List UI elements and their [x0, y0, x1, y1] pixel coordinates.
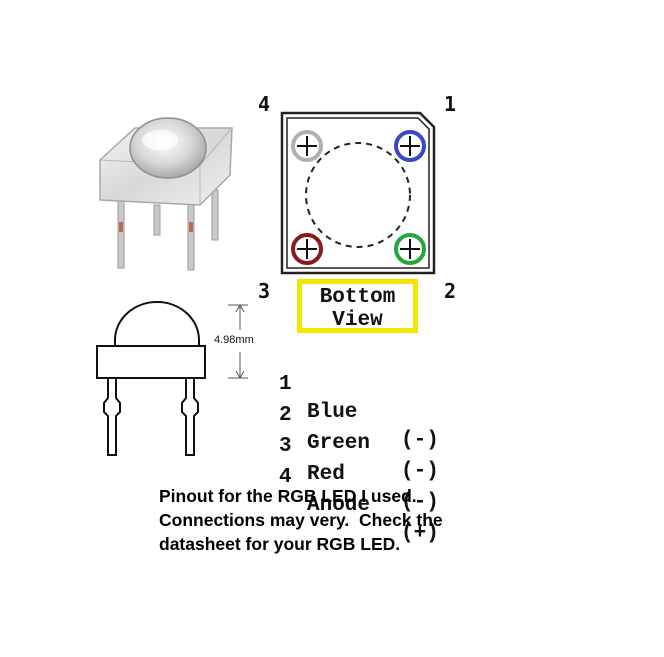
pinout-row: 2 Green (-): [279, 374, 439, 483]
pinout-name: Anode: [307, 494, 371, 517]
pinout-polarity: (-): [401, 460, 439, 483]
pinout-row: 4 Anode (+): [279, 436, 439, 545]
pin-marker-bottom-left: [291, 233, 323, 265]
pin-number-3: 3: [258, 279, 271, 303]
side-leg-left: [103, 378, 121, 456]
pin-number-4: 4: [258, 92, 271, 116]
pin-marker-top-right: [394, 130, 426, 162]
pinout-num: 2: [279, 404, 292, 427]
bottom-view-label: Bottom View: [297, 279, 418, 333]
side-leg-right: [181, 378, 199, 456]
pinout-num: 4: [279, 466, 292, 489]
height-dimension-label: 4.98mm: [214, 334, 254, 346]
caption-line-1: Pinout for the RGB LED I used.: [159, 486, 417, 506]
pinout-polarity: (-): [401, 429, 439, 452]
bottom-view-outline: [280, 111, 436, 275]
pinout-polarity: (-): [401, 491, 439, 514]
pinout-name: Blue: [307, 401, 358, 424]
pin-marker-bottom-right: [394, 233, 426, 265]
pinout-row: 3 Red (-): [279, 405, 439, 514]
side-dome: [114, 301, 200, 341]
side-body: [96, 345, 206, 379]
dome-footprint-circle: [305, 142, 411, 248]
pinout-num: 3: [279, 435, 292, 458]
height-dimension: [228, 303, 248, 380]
caption: Pinout for the RGB LED I used. Connectio…: [159, 484, 579, 556]
bottom-view-label-line-1: Bottom: [319, 286, 396, 309]
pinout-name: Red: [307, 463, 345, 486]
pinout-row: 1 Blue (-): [279, 343, 439, 452]
bottom-view-label-line-2: View: [332, 309, 383, 332]
caption-line-3: datasheet for your RGB LED.: [159, 534, 401, 554]
pinout-polarity: (+): [401, 522, 439, 545]
led-photo: [99, 117, 233, 271]
led-side-view: [96, 301, 248, 456]
caption-line-2: Connections may very. Check the: [159, 510, 443, 530]
pin-number-2: 2: [444, 279, 457, 303]
pin-number-1: 1: [444, 92, 457, 116]
pin-marker-top-left: [291, 130, 323, 162]
pinout-num: 1: [279, 373, 292, 396]
pinout-name: Green: [307, 432, 371, 455]
bottom-view: [280, 111, 436, 275]
